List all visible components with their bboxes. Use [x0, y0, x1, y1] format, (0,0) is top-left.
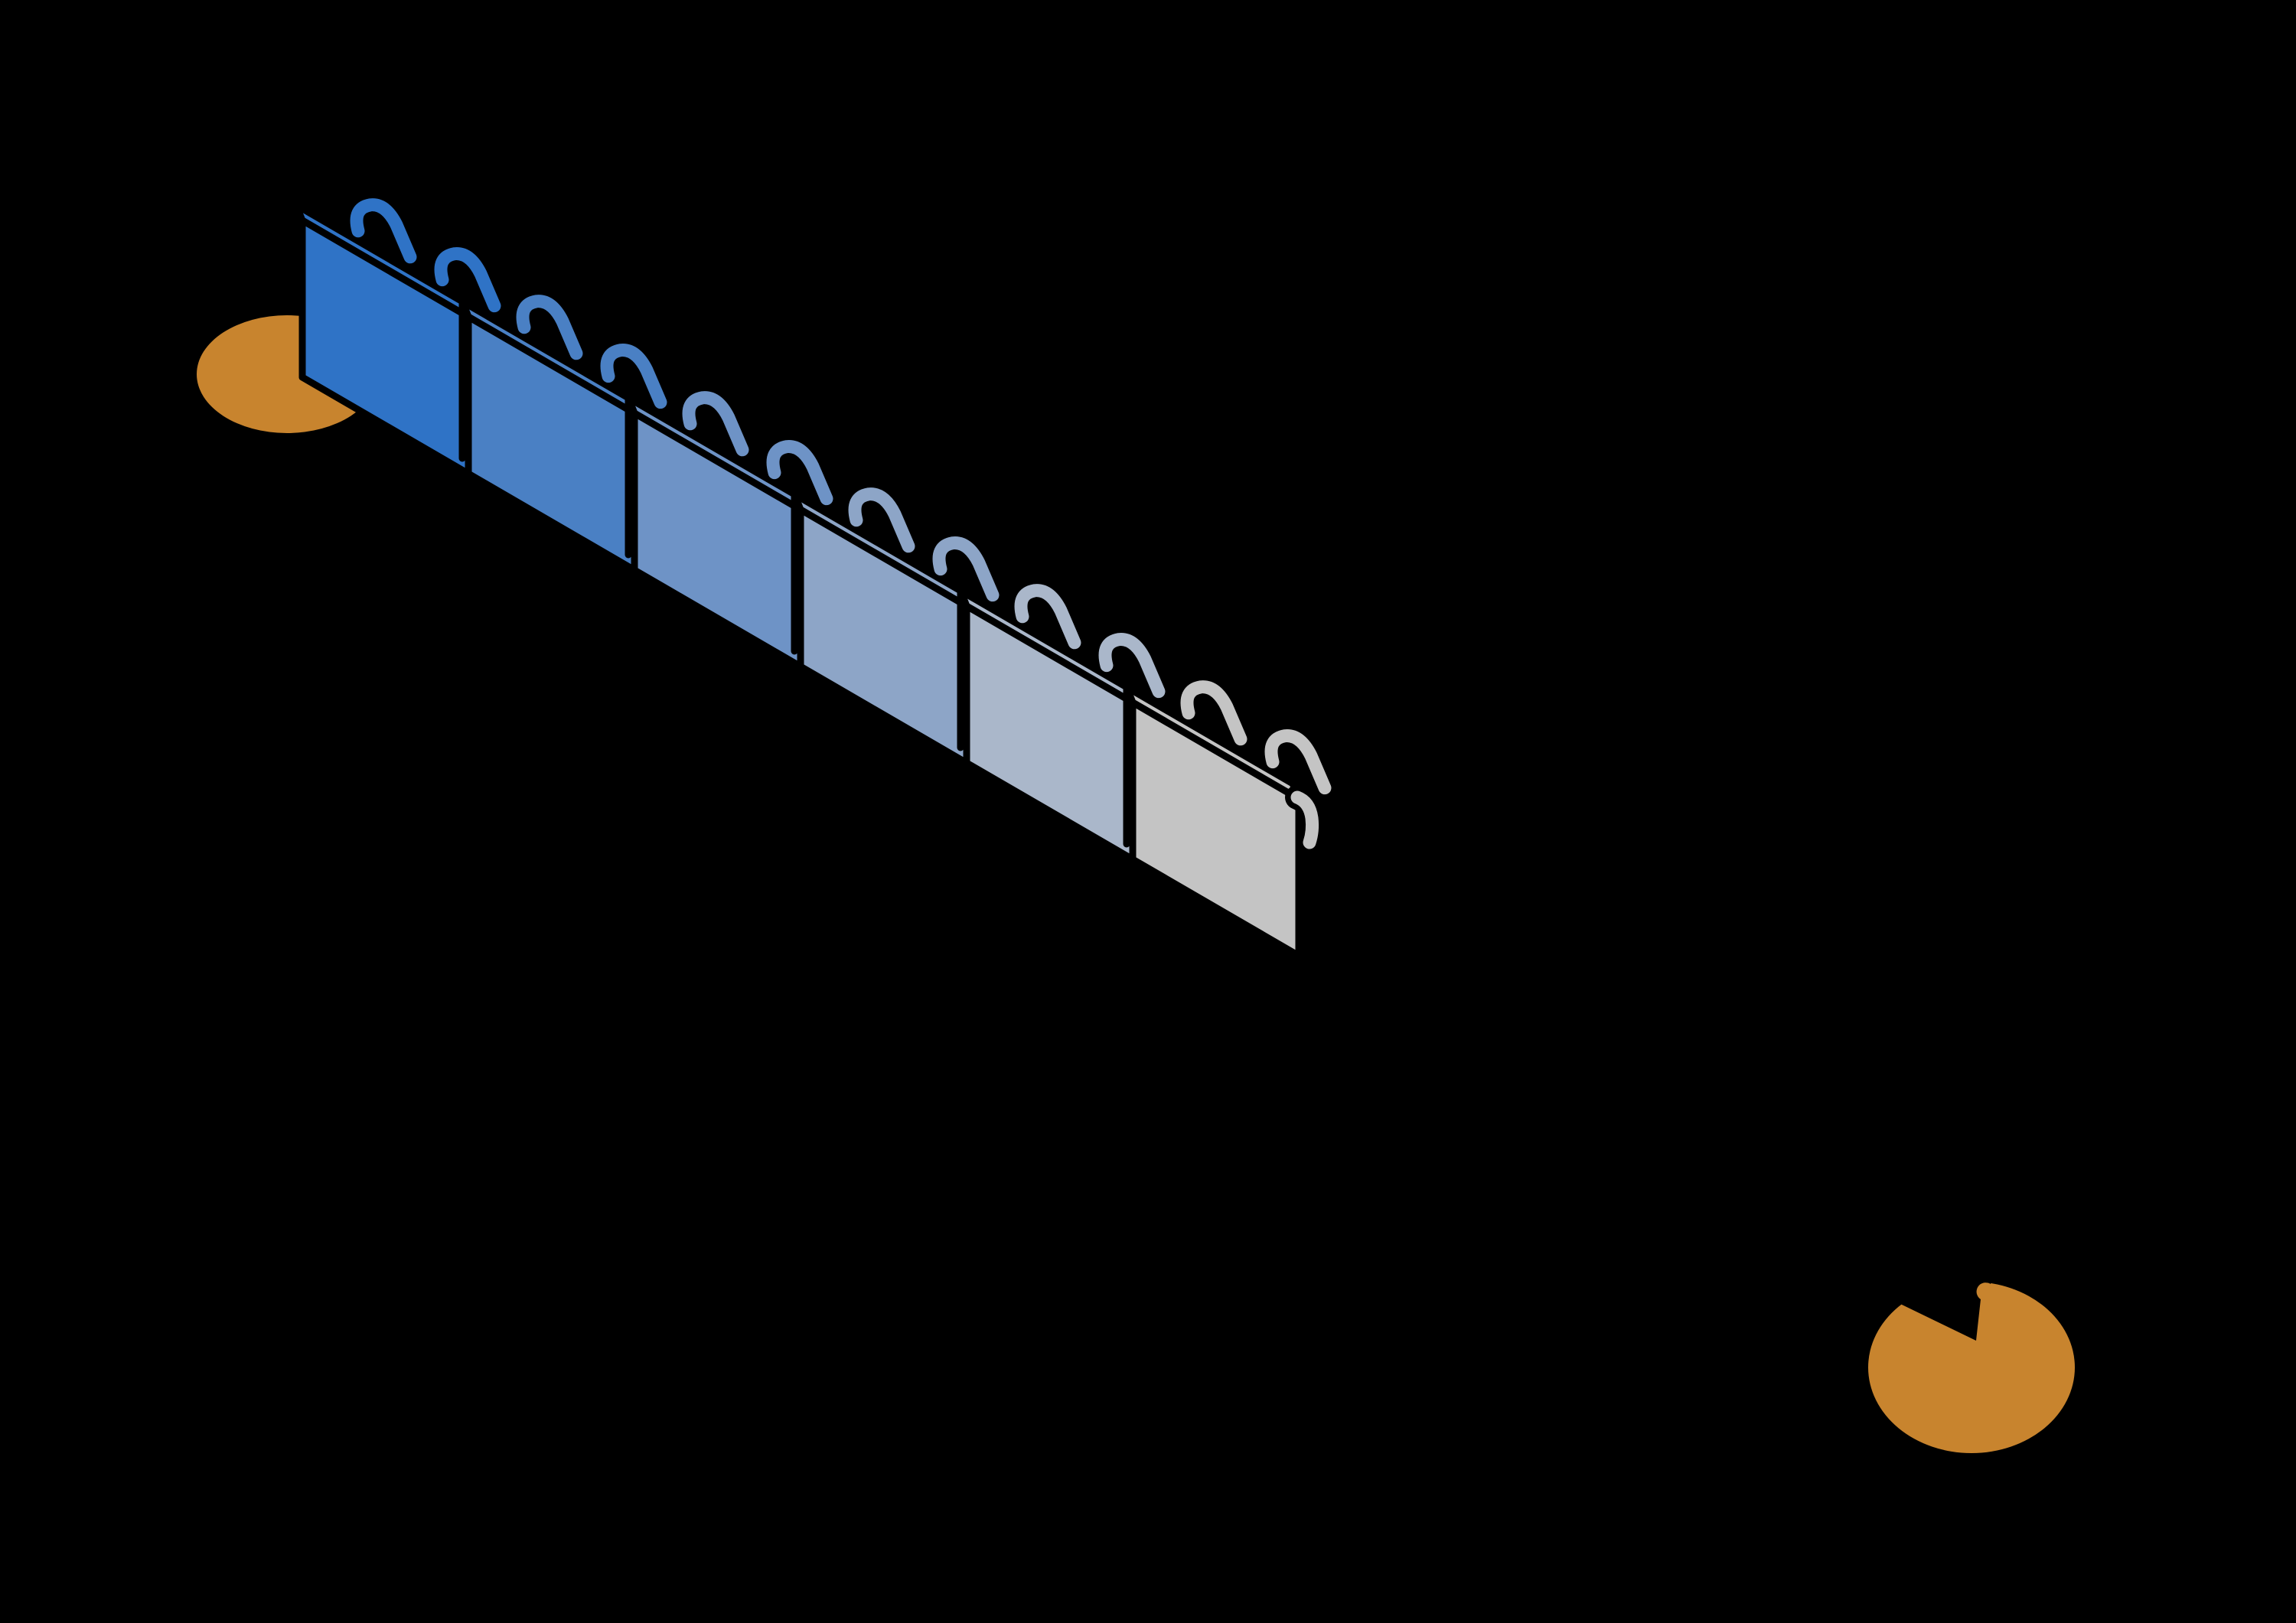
- unit-hook-rear: [1098, 633, 1166, 699]
- chain-end-tab: [1290, 790, 1319, 849]
- unit-face: [298, 217, 472, 477]
- unit-hook-rear: [600, 344, 667, 409]
- unit-hook-front: [516, 295, 583, 360]
- notched-blob-notch: [1896, 1255, 1999, 1341]
- notched-blob-right: [1868, 1255, 2075, 1453]
- templating-unit-1: [292, 193, 506, 477]
- unit-hook-front: [682, 391, 749, 457]
- templating-unit-4: [791, 482, 1004, 767]
- unit-hook-rear: [932, 536, 1000, 602]
- unit-hook-front: [848, 487, 915, 553]
- templating-unit-3: [625, 386, 838, 670]
- unit-hook-front: [350, 198, 417, 264]
- unit-hook-rear: [434, 247, 501, 313]
- unit-hook-rear: [1264, 729, 1332, 795]
- unit-hook-rear: [766, 440, 833, 506]
- unit-hook-front: [1014, 584, 1081, 650]
- notched-blob-body: [1868, 1282, 2075, 1453]
- unit-hook-front: [1180, 680, 1247, 746]
- templating-chain: [292, 193, 1336, 960]
